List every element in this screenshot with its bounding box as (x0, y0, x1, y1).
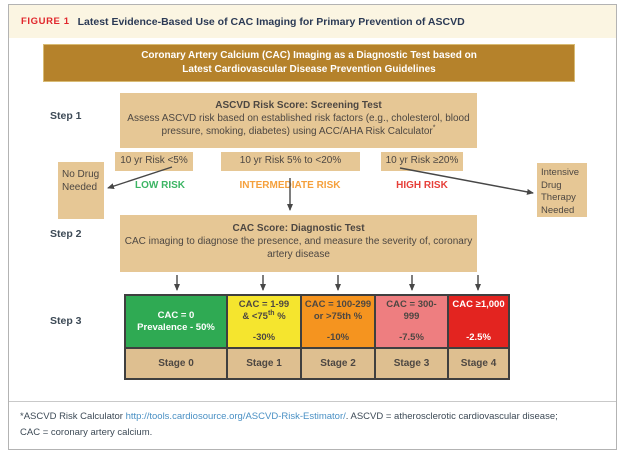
intermediate-risk-tag: INTERMEDIATE RISK (239, 180, 341, 191)
table-column-stage4: CAC ≥1,000 -2.5% Stage 4 (447, 296, 508, 378)
stage0-cell: Stage 0 (126, 347, 226, 378)
step1-box-body: Assess ASCVD risk based on established r… (127, 113, 470, 137)
prevalence-pct: -7.5% (399, 332, 424, 343)
high-risk-threshold-box: 10 yr Risk ≥20% (381, 152, 463, 171)
no-drug-needed-box: No Drug Needed (58, 162, 104, 219)
figure-title: Latest Evidence-Based Use of CAC Imaging… (77, 15, 465, 28)
stage2-cell: Stage 2 (302, 347, 374, 378)
footnote-line2: CAC = coronary artery calcium. (20, 427, 153, 438)
figure-caption-band: FIGURE 1 Latest Evidence-Based Use of CA… (9, 5, 616, 38)
step2-box: CAC Score: Diagnostic Test CAC imaging t… (120, 215, 477, 272)
step2-box-body: CAC imaging to diagnose the presence, an… (124, 236, 473, 260)
asterisk-superscript: * (432, 124, 436, 132)
stage3-cell: Stage 3 (376, 347, 447, 378)
cac-1000-cell: CAC ≥1,000 -2.5% (449, 296, 508, 347)
stage1-cell: Stage 1 (228, 347, 300, 378)
high-risk-tag: HIGH RISK (396, 180, 448, 191)
table-column-stage1: CAC = 1-99 & <75th % -30% Stage 1 (226, 296, 300, 378)
prevalence-pct: -30% (252, 332, 276, 343)
table-column-stage2: CAC = 100-299 or >75th % -10% Stage 2 (300, 296, 374, 378)
prevalence-pct: -2.5% (466, 332, 491, 343)
step1-box-title: ASCVD Risk Score: Screening Test (215, 100, 382, 111)
cac-0-cell: CAC = 0 Prevalence - 50% (126, 296, 226, 347)
step1-box: ASCVD Risk Score: Screening Test Assess … (120, 93, 477, 148)
banner-line-1: Coronary Artery Calcium (CAC) Imaging as… (141, 50, 477, 61)
stage4-cell: Stage 4 (449, 347, 508, 378)
diagram-header-banner: Coronary Artery Calcium (CAC) Imaging as… (43, 44, 575, 82)
table-column-stage0: CAC = 0 Prevalence - 50% Stage 0 (126, 296, 226, 378)
intensive-drug-therapy-box: Intensive Drug Therapy Needed (537, 163, 587, 217)
table-column-stage3: CAC = 300- 999 -7.5% Stage 3 (374, 296, 447, 378)
ascvd-risk-estimator-link[interactable]: http://tools.cardiosource.org/ASCVD-Risk… (125, 411, 346, 422)
cac-300-999-cell: CAC = 300- 999 -7.5% (376, 296, 447, 347)
step3-label: Step 3 (50, 315, 82, 327)
footnote-divider (9, 401, 616, 402)
step1-label: Step 1 (50, 110, 82, 122)
figure-number-label: FIGURE 1 (21, 16, 70, 27)
footnote-line1: *ASCVD Risk Calculator http://tools.card… (20, 411, 558, 422)
cac-100-299-cell: CAC = 100-299 or >75th % -10% (302, 296, 374, 347)
intermediate-risk-threshold-box: 10 yr Risk 5% to <20% (221, 152, 360, 171)
low-risk-tag: LOW RISK (135, 180, 185, 191)
prevalence-pct: -10% (326, 332, 350, 343)
step2-label: Step 2 (50, 228, 82, 240)
cac-1-99-cell: CAC = 1-99 & <75th % -30% (228, 296, 300, 347)
step2-box-title: CAC Score: Diagnostic Test (232, 223, 365, 234)
cac-score-stage-table: CAC = 0 Prevalence - 50% Stage 0 CAC = 1… (124, 294, 510, 380)
footnote: *ASCVD Risk Calculator http://tools.card… (20, 409, 606, 441)
banner-line-2: Latest Cardiovascular Disease Prevention… (182, 64, 436, 75)
low-risk-threshold-box: 10 yr Risk <5% (115, 152, 193, 171)
